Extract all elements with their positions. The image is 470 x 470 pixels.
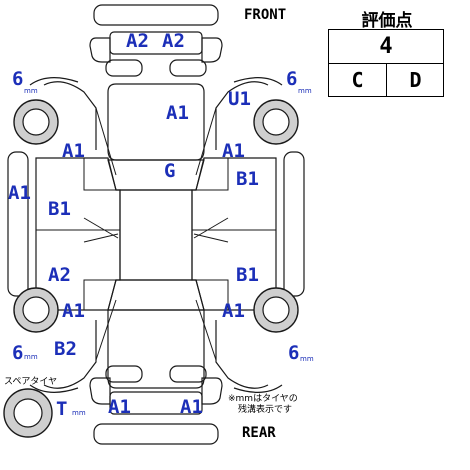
left-door-trim-line-1 [83,217,119,239]
tread-rear-left: 6 [12,342,24,364]
code-left-rear-quarter: B2 [54,338,77,360]
tire-rear-right [253,287,299,333]
left-rear-door-window-line [83,279,116,310]
front-bumper-right-corner-outline [201,37,223,63]
rear-left-light-outline [105,365,143,383]
mm-note-line1: ※mmはタイヤの [228,394,298,404]
rear-bumper-bottom-outline [93,423,219,445]
right-side-body-outline [191,157,277,311]
front-right-light-outline [169,59,207,77]
front-left-light-outline [105,59,143,77]
right-rear-pillar-line [195,299,217,361]
right-pillar-line [195,107,217,176]
windshield-outline [107,159,205,191]
code-right-rear-fender: A1 [222,300,245,322]
code-left-rear-door: A2 [48,264,71,286]
left-front-fender-outline [43,81,97,150]
code-rear-bumper-right: A1 [180,396,203,418]
left-side-body-outline [35,157,121,311]
right-front-fender-outline [215,81,269,150]
code-left-front-door: B1 [48,198,71,220]
code-roof: G [164,160,176,182]
tread-front-left: 6 [12,68,24,90]
code-left-front-fender: A1 [62,140,85,162]
front-bumper-left-corner-outline [89,37,111,63]
code-front-bumper-right: A2 [162,30,185,52]
left-door-trim-line-2 [83,233,119,243]
hood-outline [107,83,205,161]
right-rear-door-window-line [196,279,229,310]
rear-window-outline [107,279,205,311]
rating-interior: C [329,64,387,96]
front-bumper-center-outline [109,31,203,55]
rear-bumper-center-outline [109,391,203,415]
right-door-trim-line-1 [193,217,229,239]
left-rear-fender-outer-outline [29,384,79,393]
rear-bumper-left-corner-outline [89,377,111,405]
front-bumper-top-outline [93,4,219,26]
mm-note-line2: 残溝表示です [238,405,293,415]
trunk-outline [107,309,205,389]
tread-front-right: 6 [286,68,298,90]
right-rear-fender-outline [215,320,269,389]
rear-right-light-outline [169,365,207,383]
rating-exterior: D [409,68,422,92]
rating-score: 4 [329,30,443,64]
right-rear-fender-outer-outline [233,384,283,393]
right-front-door-window-line [196,158,229,191]
tread-spare: T [56,398,68,420]
code-windshield: U1 [228,88,251,110]
rating-table: 4 C D [328,29,444,97]
tire-rear-left [13,287,59,333]
left-front-door-window-line [83,158,116,191]
code-right-rear-door: B1 [236,264,259,286]
code-left-rear-fender: A1 [62,300,85,322]
mm-rear-right: mm [300,355,314,363]
code-right-front-door: B1 [236,168,259,190]
code-left-front-side: A1 [8,182,31,204]
front-label: FRONT [244,7,287,23]
tire-spare [3,388,53,438]
spare-tire-label: スペアタイヤ [4,377,58,387]
code-hood: A1 [166,102,189,124]
left-rear-fender-outline [43,320,97,389]
rear-bumper-right-corner-outline [201,377,223,405]
code-right-front-fender: A1 [222,140,245,162]
code-front-bumper-left: A2 [126,30,149,52]
roof-outline [119,189,193,281]
tire-front-left [13,99,59,145]
left-rear-pillar-line [95,299,117,361]
right-front-fender-outer-outline [233,77,283,86]
tire-front-right [253,99,299,145]
left-front-fender-outer-outline [29,77,79,86]
left-rocker-outline [7,151,29,297]
code-rear-bumper-left: A1 [108,396,131,418]
left-pillar-line [95,107,117,176]
mm-front-right: mm [298,87,312,95]
mm-rear-left: mm [24,353,38,361]
mm-spare: mm [72,409,86,417]
rear-label: REAR [242,425,276,441]
right-rocker-outline [283,151,305,297]
mm-front-left: mm [24,87,38,95]
rating-title: 評価点 [361,11,413,31]
right-door-trim-line-2 [193,233,229,243]
tread-rear-right: 6 [288,342,300,364]
